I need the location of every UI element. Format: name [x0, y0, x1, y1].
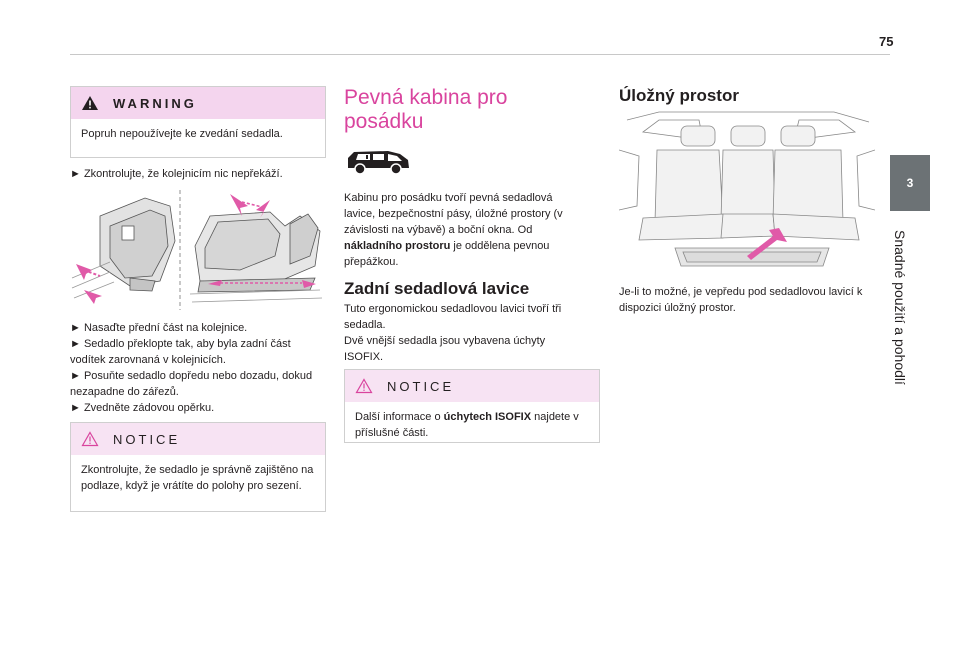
step-item: ► Posuňte sedadlo dopředu nebo dozadu, d…	[70, 370, 313, 398]
notice-label: NOTICE	[387, 378, 455, 394]
install-steps: ► Nasaďte přední část na kolejnice. ► Se…	[70, 320, 326, 416]
isofix-notice-box: NOTICE Další informace o úchytech ISOFIX…	[344, 369, 600, 443]
chapter-title: Snadné použití a pohodlí	[892, 230, 908, 385]
warning-triangle-icon	[82, 96, 98, 110]
notice-text-a: Další informace o	[355, 411, 444, 423]
rear-bench-text: Tuto ergonomickou sedadlovou lavici tvoř…	[344, 301, 580, 365]
notice-box: NOTICE Zkontrolujte, že sedadlo je správ…	[70, 422, 326, 512]
chapter-tab[interactable]: 3	[890, 155, 930, 211]
van-crew-cab-icon	[348, 151, 409, 175]
warning-header: WARNING	[71, 87, 325, 119]
notice-label: NOTICE	[113, 431, 181, 447]
notice-triangle-icon	[355, 378, 373, 394]
notice-text-bold: úchytech ISOFIX	[443, 411, 532, 423]
crew-cab-heading: Pevná kabina pro posádku	[344, 86, 508, 133]
notice-triangle-icon	[81, 431, 99, 447]
storage-heading: Úložný prostor	[619, 86, 739, 105]
intro-text-b: je oddělena pevnou přepážkou.	[344, 240, 550, 268]
notice-text-b: najdete v příslušné části.	[355, 411, 579, 439]
bench-text: Tuto ergonomickou sedadlovou lavici tvoř…	[344, 303, 562, 331]
isofix-text: Dvě vnější sedadla jsou vybavena úchyty …	[344, 335, 546, 363]
crew-cab-intro: Kabinu pro posádku tvoří pevná sedadlová…	[344, 190, 580, 270]
step-item: ► Nasaďte přední část na kolejnice.	[70, 322, 248, 334]
warning-text: Popruh nepoužívejte ke zvedání sedadla.	[81, 128, 283, 140]
step-item: ► Sedadlo překlopte tak, aby byla zadní …	[70, 338, 291, 366]
notice-header: NOTICE	[71, 423, 325, 455]
header-rule	[70, 54, 890, 55]
isofix-notice-text: Další informace o úchytech ISOFIX najdet…	[345, 402, 599, 449]
intro-text-bold: nákladního prostoru	[344, 240, 451, 252]
check-rails-step: ► Zkontrolujte, že kolejnicím nic nepřek…	[70, 168, 283, 180]
intro-text-a: Kabinu pro posádku tvoří pevná sedadlová…	[344, 192, 563, 236]
notice-text: Zkontrolujte, že sedadlo je správně zaji…	[81, 464, 314, 492]
storage-text: Je-li to možné, je vepředu pod sedadlovo…	[619, 286, 863, 314]
under-seat-storage-illustration	[619, 111, 875, 267]
warning-label: WARNING	[113, 95, 197, 111]
notice-header: NOTICE	[345, 370, 599, 402]
rear-bench-heading: Zadní sedadlová lavice	[344, 279, 530, 298]
step-item: ► Zvedněte zádovou opěrku.	[70, 402, 215, 414]
page-number: 75	[879, 34, 894, 49]
warning-box: WARNING Popruh nepoužívejte ke zvedání s…	[70, 86, 326, 158]
seat-installation-illustration	[71, 190, 323, 310]
